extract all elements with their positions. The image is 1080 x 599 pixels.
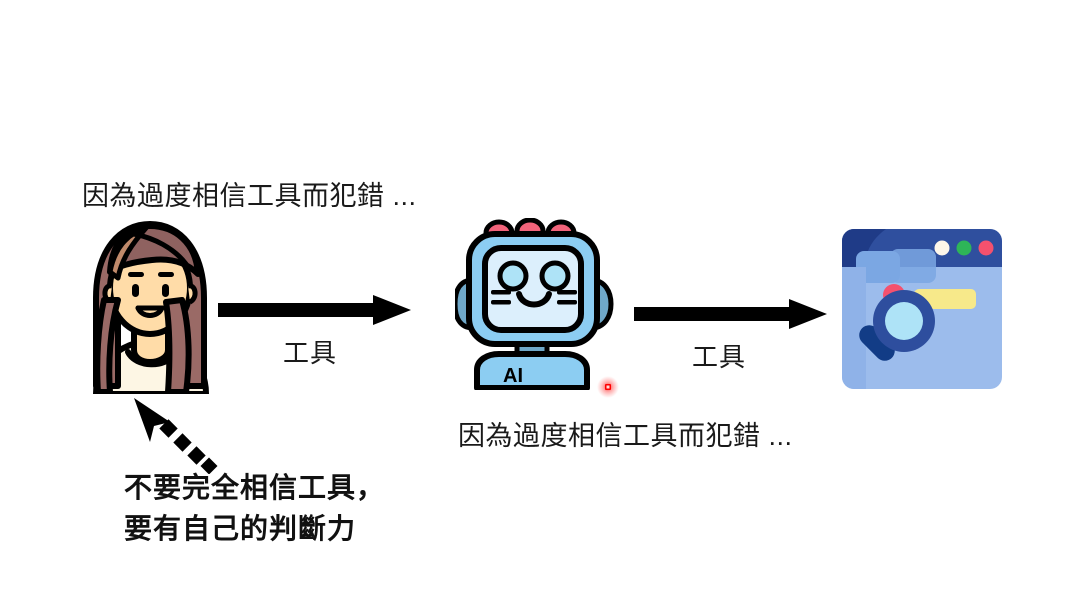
window-dot-white [934, 240, 950, 256]
arrow-1-label: 工具 [283, 338, 338, 368]
advice-line-2: 要有自己的判斷力 [124, 513, 357, 544]
advice-line-1: 不要完全相信工具， [124, 472, 386, 503]
dotted-callout-arrow [112, 392, 222, 475]
ai-robot-icon: AI [452, 217, 615, 391]
window-dot-pink [978, 240, 994, 256]
arrow-2-label: 工具 [692, 342, 747, 372]
browser-search-icon [842, 229, 1002, 389]
woman-avatar-icon [74, 216, 226, 397]
magnifier-lens [885, 302, 923, 340]
top-caption: 因為過度相信工具而犯錯 ... [82, 181, 417, 211]
robot-base-label: AI [503, 365, 523, 387]
arrow-2-ai-to-search [634, 295, 829, 333]
arrow-1-human-to-ai [218, 291, 413, 329]
window-dot-green [956, 240, 972, 256]
red-status-dot [596, 375, 620, 399]
magnifier-handle [859, 325, 895, 361]
middle-caption: 因為過度相信工具而犯錯 ... [458, 421, 793, 451]
